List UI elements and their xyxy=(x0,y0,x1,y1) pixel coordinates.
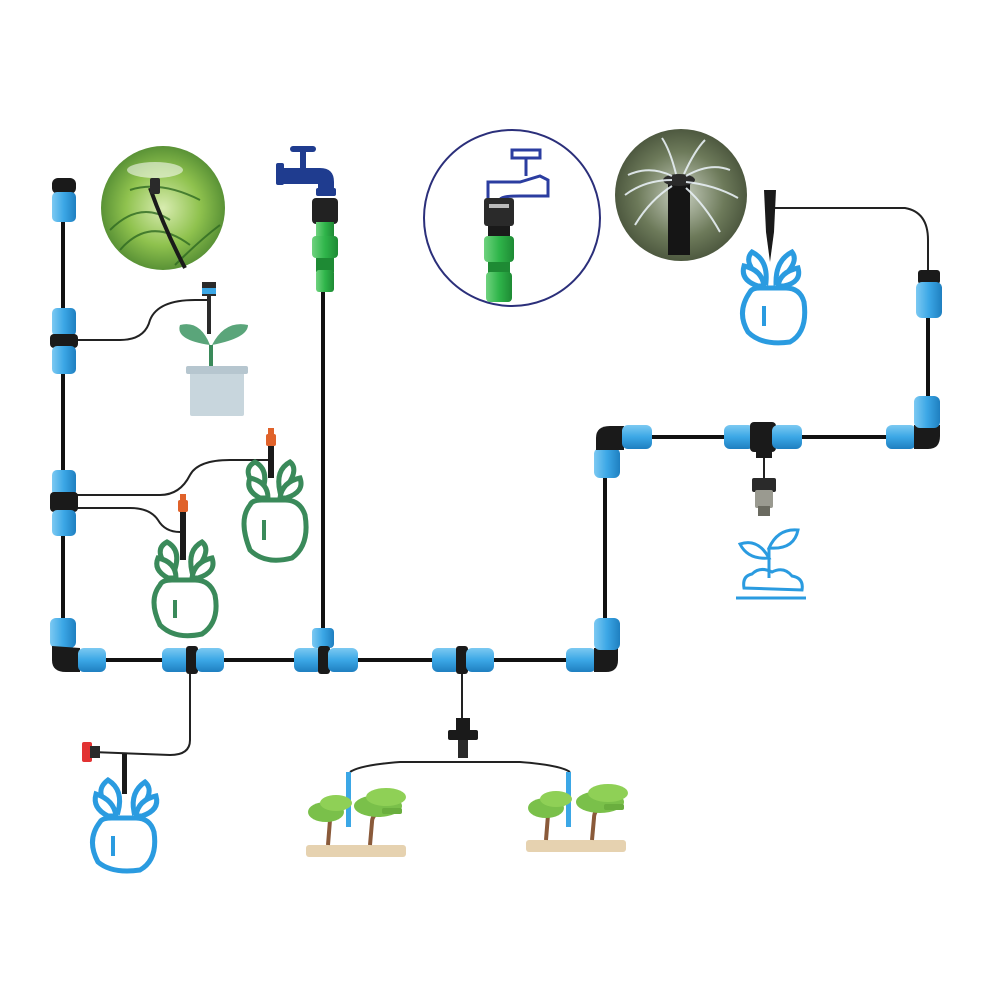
end-plug-icon xyxy=(52,178,76,222)
tube-to-bag-lower xyxy=(75,507,181,533)
bag-plant-icon xyxy=(740,248,808,346)
seedling-icon xyxy=(736,528,806,600)
elbow-connector-icon xyxy=(50,618,106,672)
tee-connector-icon xyxy=(50,308,78,374)
tube-to-top-right-stake xyxy=(772,207,929,270)
hose-adapter-icon xyxy=(484,198,514,302)
spray-stake-photo-icon xyxy=(615,129,747,261)
tee-connector-icon xyxy=(294,628,358,674)
elbow-connector-icon xyxy=(886,396,940,449)
sprayer-nozzle-icon xyxy=(752,448,776,516)
elbow-connector-icon xyxy=(594,425,652,478)
bag-plant-icon xyxy=(151,539,219,639)
tube-tree-branch xyxy=(349,761,571,773)
faucet-icon xyxy=(276,146,336,196)
faucet-adapter-inset xyxy=(423,129,601,307)
tube-to-bag-upper xyxy=(75,459,272,496)
tee-connector-icon xyxy=(916,270,942,318)
tube-to-pot xyxy=(75,299,208,341)
dripper-icon xyxy=(82,742,127,794)
elbow-connector-icon xyxy=(566,618,620,672)
tube-to-red-dripper xyxy=(91,672,191,757)
tee-connector-icon xyxy=(724,422,802,452)
micro-sprinkler-photo-icon xyxy=(101,146,225,270)
tee-connector-icon xyxy=(162,646,224,674)
potted-plant-icon xyxy=(179,282,248,416)
tree-bed-icon xyxy=(306,788,406,857)
tee-connector-icon xyxy=(50,470,78,536)
hose-adapter-icon xyxy=(312,198,338,292)
bag-plant-icon xyxy=(241,459,309,563)
stake-connector-icon xyxy=(448,718,478,758)
micro-tubing xyxy=(75,207,929,773)
tree-bed-icon xyxy=(526,784,628,852)
dripper-icon xyxy=(764,190,776,262)
bag-plant-icon xyxy=(90,776,160,874)
dripper-icon xyxy=(178,494,188,560)
tee-connector-icon xyxy=(432,646,494,674)
dripper-icon xyxy=(266,428,276,478)
